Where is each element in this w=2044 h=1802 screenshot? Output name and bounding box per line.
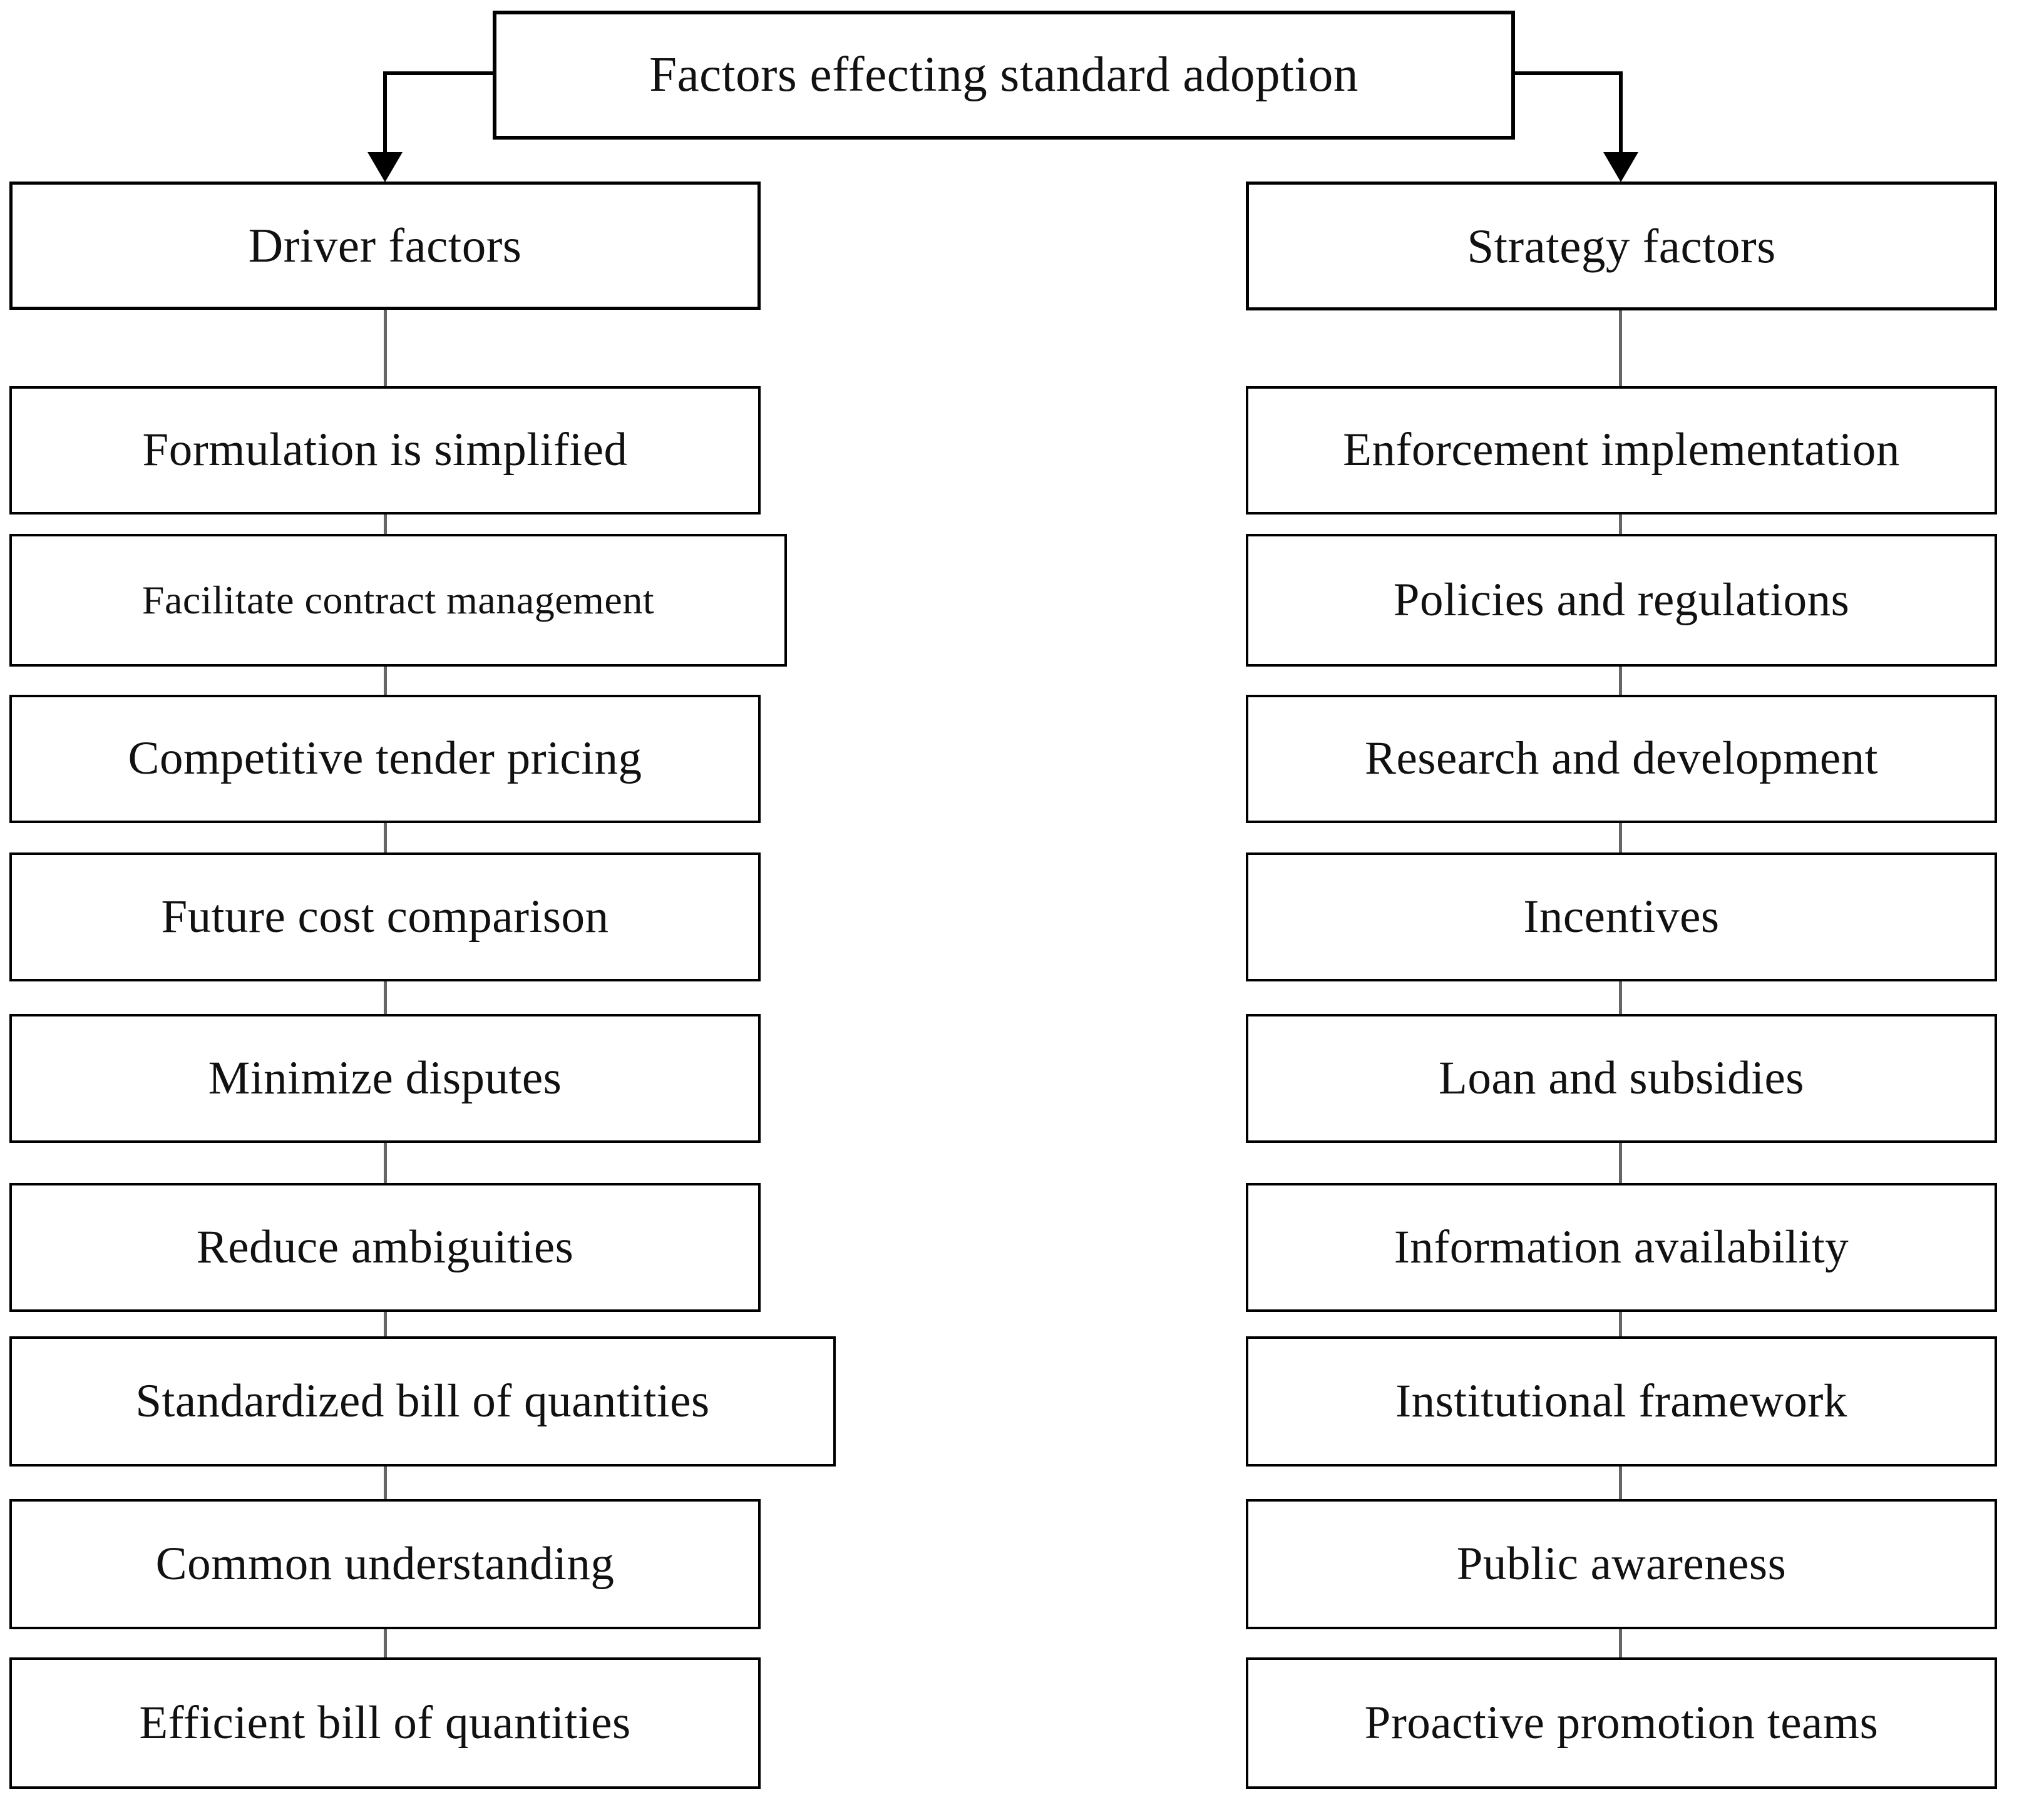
node-label: Minimize disputes — [208, 1052, 562, 1104]
node-label: Information availability — [1394, 1221, 1849, 1273]
node-label: Public awareness — [1456, 1537, 1787, 1590]
connector-left-2 — [384, 514, 387, 534]
node-label: Strategy factors — [1467, 218, 1776, 273]
connector-right-5 — [1619, 981, 1622, 1014]
node-public-awareness: Public awareness — [1246, 1499, 1997, 1629]
node-label: Enforcement implementation — [1343, 424, 1900, 476]
node-common-understanding: Common understanding — [9, 1499, 761, 1629]
connector-right-8 — [1619, 1467, 1622, 1499]
node-future-cost-comparison: Future cost comparison — [9, 852, 761, 981]
node-information-availability: Information availability — [1246, 1183, 1997, 1312]
node-title: Factors effecting standard adoption — [493, 11, 1515, 140]
connector-left-7 — [384, 1312, 387, 1336]
connector-left-9 — [384, 1629, 387, 1657]
node-strategy-factors: Strategy factors — [1246, 182, 1997, 310]
node-label: Institutional framework — [1395, 1375, 1847, 1427]
connector-left-3 — [384, 667, 387, 695]
node-label: Competitive tender pricing — [128, 732, 642, 785]
elbow-line-right-vertical — [1619, 71, 1623, 155]
elbow-line-right-horizontal — [1515, 71, 1623, 75]
node-incentives: Incentives — [1246, 852, 1997, 981]
connector-right-2 — [1619, 514, 1622, 534]
node-policies-and-regulations: Policies and regulations — [1246, 534, 1997, 667]
node-label: Incentives — [1523, 890, 1720, 943]
connector-left-1 — [384, 310, 387, 386]
down-arrow-icon-left — [367, 152, 403, 182]
elbow-line-left-vertical — [383, 71, 387, 155]
node-label: Proactive promotion teams — [1364, 1696, 1879, 1749]
connector-left-6 — [384, 1143, 387, 1183]
connector-right-7 — [1619, 1312, 1622, 1336]
down-arrow-icon-right — [1603, 152, 1638, 182]
connector-right-6 — [1619, 1143, 1622, 1183]
node-proactive-promotion-teams: Proactive promotion teams — [1246, 1657, 1997, 1789]
connector-left-8 — [384, 1467, 387, 1499]
node-label: Factors effecting standard adoption — [649, 47, 1358, 102]
node-enforcement-implementation: Enforcement implementation — [1246, 386, 1997, 514]
connector-right-9 — [1619, 1629, 1622, 1657]
node-label: Loan and subsidies — [1439, 1052, 1804, 1104]
node-label: Common understanding — [155, 1537, 615, 1590]
node-driver-factors: Driver factors — [9, 182, 761, 310]
node-facilitate-contract-management: Facilitate contract management — [9, 534, 787, 667]
connector-left-5 — [384, 981, 387, 1014]
node-label: Formulation is simplified — [142, 424, 628, 476]
node-efficient-bill-of-quantities: Efficient bill of quantities — [9, 1657, 761, 1789]
node-label: Standardized bill of quantities — [135, 1375, 710, 1427]
node-label: Facilitate contract management — [141, 577, 655, 622]
node-label: Policies and regulations — [1393, 573, 1850, 626]
elbow-line-left-horizontal — [383, 71, 493, 75]
connector-right-4 — [1619, 823, 1622, 852]
node-standardized-bill-of-quantities: Standardized bill of quantities — [9, 1336, 836, 1467]
node-label: Reduce ambiguities — [196, 1221, 574, 1273]
connector-left-4 — [384, 823, 387, 852]
connector-right-1 — [1619, 310, 1622, 386]
connector-right-3 — [1619, 667, 1622, 695]
node-competitive-tender-pricing: Competitive tender pricing — [9, 695, 761, 823]
node-label: Efficient bill of quantities — [139, 1696, 631, 1749]
node-institutional-framework: Institutional framework — [1246, 1336, 1997, 1467]
node-research-and-development: Research and development — [1246, 695, 1997, 823]
node-minimize-disputes: Minimize disputes — [9, 1014, 761, 1143]
node-formulation-is-simplified: Formulation is simplified — [9, 386, 761, 514]
node-label: Future cost comparison — [161, 890, 609, 943]
node-label: Driver factors — [248, 218, 522, 273]
node-loan-and-subsidies: Loan and subsidies — [1246, 1014, 1997, 1143]
node-label: Research and development — [1364, 732, 1878, 785]
node-reduce-ambiguities: Reduce ambiguities — [9, 1183, 761, 1312]
